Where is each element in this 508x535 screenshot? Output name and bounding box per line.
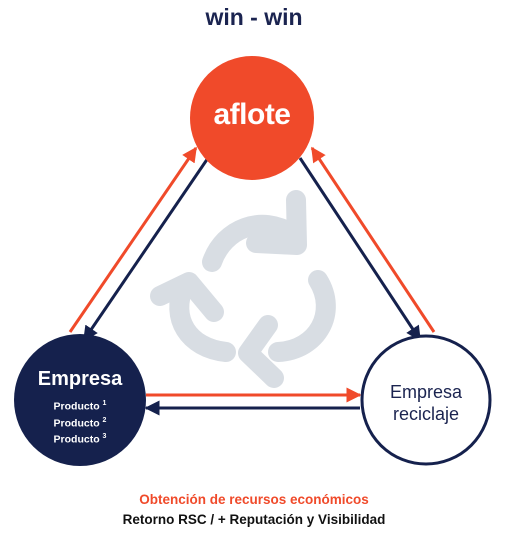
reciclaje-label-line2: reciclaje xyxy=(392,404,460,424)
arrow-empresa-to-aflote xyxy=(68,146,198,333)
empresa-node xyxy=(14,334,146,466)
arrow-aflote-to-reciclaje xyxy=(298,157,422,342)
arrow-aflote-to-empresa xyxy=(82,157,210,342)
caption-rsc: Retorno RSC / + Reputación y Visibilidad xyxy=(122,512,386,527)
product-item: Producto 2 xyxy=(53,416,107,430)
reciclaje-node xyxy=(360,334,492,466)
arrow-reciclaje-to-aflote xyxy=(310,146,436,333)
reciclaje-label: Empresa reciclaje xyxy=(362,381,490,425)
empresa-label: Empresa xyxy=(37,368,123,390)
product-list: Producto 1 Producto 2 Producto 3 xyxy=(30,397,130,447)
product-item: Producto 1 xyxy=(53,400,107,413)
aflote-node xyxy=(190,56,314,180)
reciclaje-label-line1: Empresa xyxy=(389,382,463,402)
recycle-icon xyxy=(150,190,336,388)
caption-economic: Obtención de recursos económicos xyxy=(139,492,369,507)
product-item: Producto 3 xyxy=(53,433,107,446)
diagram-title: win - win xyxy=(205,4,303,30)
aflote-label: aflote xyxy=(213,98,291,131)
